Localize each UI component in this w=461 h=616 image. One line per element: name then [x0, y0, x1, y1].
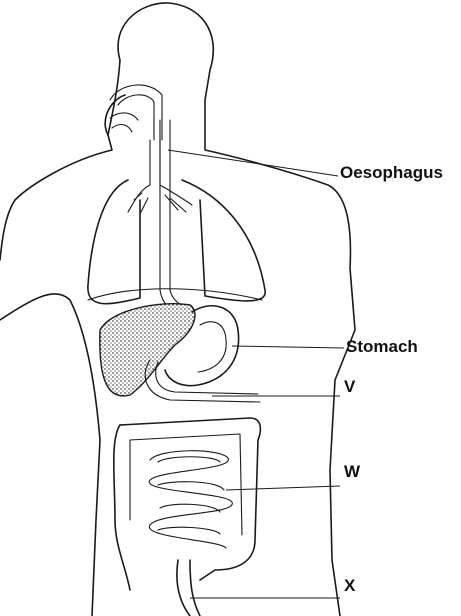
- stomach-leader: [232, 346, 344, 348]
- nasal-cavity: [110, 85, 162, 140]
- w-label: W: [344, 463, 360, 480]
- w-leader: [226, 486, 340, 490]
- x-label: X: [344, 577, 355, 594]
- small-intestine: [149, 451, 232, 548]
- rectum: [177, 560, 200, 616]
- lungs: [88, 140, 265, 304]
- liver: [100, 304, 195, 396]
- v-label: V: [344, 378, 355, 395]
- oesophagus-leader: [168, 150, 338, 176]
- oesophagus-label: Oesophagus: [340, 164, 443, 181]
- stomach-label: Stomach: [346, 338, 418, 355]
- diaphragm: [88, 289, 262, 300]
